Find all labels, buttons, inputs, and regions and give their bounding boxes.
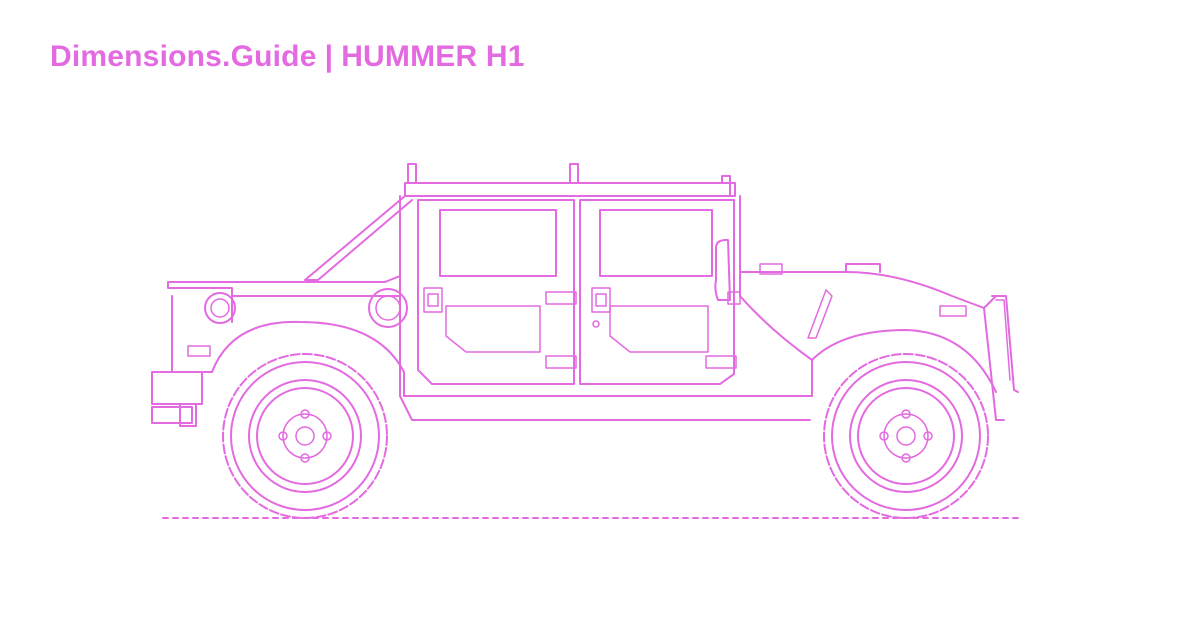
hood-and-front [739, 263, 1019, 421]
door-hinges [545, 291, 741, 369]
front-door [579, 199, 735, 385]
rear-bumper [151, 371, 203, 427]
rear-bed [167, 275, 408, 373]
rear-fender [211, 320, 405, 397]
front-wheel [823, 353, 989, 519]
body-panels [399, 195, 813, 421]
roll-cage [304, 163, 736, 281]
site-name: Dimensions.Guide [50, 40, 317, 73]
rear-door [417, 199, 575, 385]
front-fender [811, 329, 997, 397]
page-title: Dimensions.Guide|HUMMER H1 [50, 40, 525, 74]
model-name: HUMMER H1 [341, 40, 525, 73]
hummer-h1-outline [151, 163, 1019, 519]
side-mirror [714, 239, 731, 301]
title-separator: | [324, 40, 334, 73]
rear-wheel [222, 353, 388, 519]
